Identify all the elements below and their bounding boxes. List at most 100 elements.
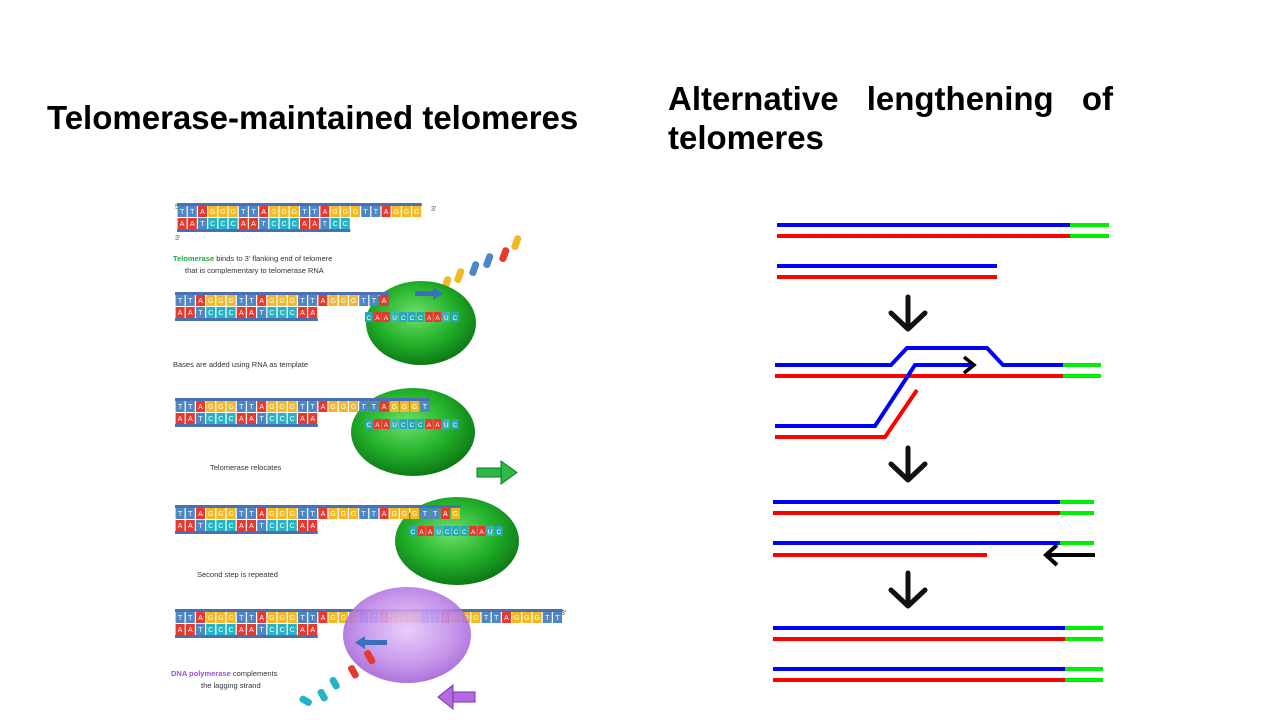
- top-base: [226, 401, 236, 412]
- rna-base-letter: C: [462, 529, 467, 536]
- rna-base-letter: A: [384, 422, 389, 429]
- bottom-base: [247, 413, 256, 424]
- top-base: [226, 612, 236, 623]
- bottom-base-letter: A: [239, 627, 244, 634]
- top-base-letter: A: [321, 404, 326, 411]
- bottom-base: [216, 520, 226, 531]
- top-base-letter: G: [330, 511, 335, 518]
- top-base-letter: G: [279, 298, 284, 305]
- bottom-base-letter: T: [198, 523, 203, 530]
- bottom-base-letter: A: [249, 627, 254, 634]
- bottom-base: [277, 307, 287, 318]
- top-base: [330, 206, 340, 217]
- top-base: [338, 612, 348, 623]
- top-base: [338, 508, 348, 519]
- top-base-letter: G: [208, 404, 213, 411]
- rna-base-letter: C: [445, 529, 450, 536]
- top-backbone: [177, 203, 422, 206]
- top-base-letter: T: [188, 615, 193, 622]
- bottom-base: [238, 218, 248, 229]
- top-base-letter: G: [269, 298, 274, 305]
- top-base-letter: A: [321, 298, 326, 305]
- top-base-letter: A: [259, 298, 264, 305]
- top-base: [369, 295, 379, 306]
- bottom-base: [175, 520, 185, 531]
- top-base: [389, 401, 399, 412]
- free-nucleotides: [441, 235, 522, 292]
- bottom-base: [289, 218, 299, 229]
- top-base-letter: A: [198, 511, 203, 518]
- rna-base: [382, 419, 390, 429]
- top-base: [502, 612, 511, 623]
- bottom-base: [206, 624, 216, 635]
- top-base: [257, 612, 267, 623]
- top-base: [440, 508, 450, 519]
- top-base: [522, 612, 532, 623]
- top-base-letter: A: [443, 511, 448, 518]
- rna-base: [365, 312, 373, 322]
- top-base: [187, 206, 197, 217]
- top-base-letter: T: [311, 404, 316, 411]
- top-base-letter: T: [362, 511, 367, 518]
- top-base: [310, 206, 320, 217]
- extension-arrow-step2: [415, 287, 443, 300]
- bottom-base: [226, 520, 236, 531]
- top-base: [308, 508, 318, 519]
- bottom-base: [185, 307, 195, 318]
- top-base-letter: T: [239, 511, 244, 518]
- rna-base: [425, 312, 433, 322]
- bottom-base: [196, 624, 205, 635]
- bottom-base-letter: C: [229, 416, 234, 423]
- top-base: [371, 206, 381, 217]
- top-base-letter: G: [351, 511, 356, 518]
- rna-base: [382, 312, 390, 322]
- top-base: [206, 508, 216, 519]
- bottom-base-letter: A: [188, 627, 193, 634]
- top-base: [369, 508, 379, 519]
- rna-base-letter: A: [427, 315, 432, 322]
- top-base-letter: T: [423, 511, 428, 518]
- top-base: [389, 508, 399, 519]
- bottom-backbone: [175, 424, 318, 427]
- rna-base-letter: A: [428, 529, 433, 536]
- bottom-base: [206, 307, 216, 318]
- bottom-base: [177, 218, 187, 229]
- bottom-base: [236, 413, 246, 424]
- top-base-letter: T: [372, 298, 377, 305]
- top-base: [226, 295, 236, 306]
- bottom-base: [226, 413, 236, 424]
- top-base: [400, 508, 409, 519]
- top-base: [402, 206, 411, 217]
- bottom-base: [308, 307, 318, 318]
- top-backbone: [175, 505, 461, 508]
- top-base: [361, 206, 371, 217]
- rna-base-letter: A: [479, 529, 484, 536]
- top-base: [412, 206, 422, 217]
- rna-base-letter: A: [471, 529, 476, 536]
- top-base: [216, 508, 226, 519]
- top-base: [349, 508, 358, 519]
- rna-base: [443, 526, 451, 536]
- top-base-letter: G: [208, 511, 213, 518]
- alt-stage2-invading-blue: [775, 363, 971, 428]
- bottom-base: [269, 218, 279, 229]
- bottom-base: [298, 520, 307, 531]
- bottom-base-letter: A: [312, 221, 317, 228]
- top-base-letter: T: [300, 404, 305, 411]
- top-base-letter: G: [218, 615, 223, 622]
- top-base: [451, 508, 460, 519]
- top-base: [259, 206, 269, 217]
- bottom-base: [320, 218, 330, 229]
- top-base: [249, 206, 258, 217]
- top-base-letter: T: [302, 209, 307, 216]
- top-base: [308, 612, 318, 623]
- top-base: [208, 206, 218, 217]
- bottom-base-letter: A: [249, 416, 254, 423]
- top-base-letter: G: [269, 511, 274, 518]
- bottom-base-letter: A: [310, 416, 315, 423]
- top-base: [328, 612, 338, 623]
- top-base: [379, 508, 389, 519]
- top-base: [379, 401, 389, 412]
- top-base-letter: T: [188, 298, 193, 305]
